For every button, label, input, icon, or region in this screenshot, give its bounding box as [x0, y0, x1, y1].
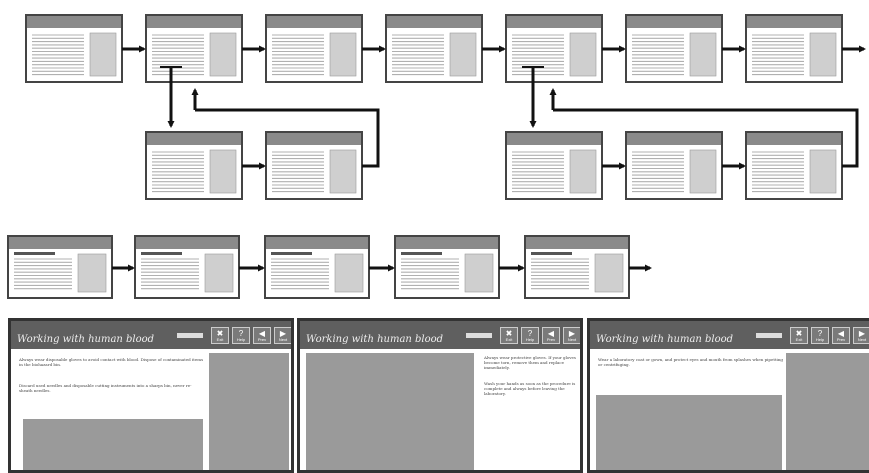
help-button[interactable]: ?Help — [521, 327, 539, 344]
button-label: Exit — [505, 337, 513, 342]
lab-photo — [596, 395, 782, 470]
flow-thumbnail — [745, 14, 843, 83]
button-label: Prev — [836, 337, 846, 342]
body-paragraph: Wash your hands as soon as the procedure… — [484, 381, 576, 396]
flow-thumbnail — [25, 14, 123, 83]
flow-thumbnail — [625, 14, 723, 83]
button-label: Exit — [795, 337, 803, 342]
button-label: Prev — [546, 337, 556, 342]
lesson-screen: Working with human blood ✖Exit?Help◀Prev▶… — [587, 318, 869, 473]
button-label: Help — [815, 337, 825, 342]
lab-photo — [209, 353, 289, 470]
help-button[interactable]: ?Help — [811, 327, 829, 344]
screen-title: Working with human blood — [306, 334, 444, 345]
linear-thumbnail — [264, 235, 370, 299]
screen-header: Working with human blood ✖Exit?Help◀Prev▶… — [590, 321, 869, 349]
lesson-screen: Working with human blood ✖Exit?Help◀Prev▶… — [8, 318, 294, 473]
button-label: Next — [567, 337, 577, 342]
branch-thumbnail — [265, 131, 363, 200]
lab-photo — [23, 419, 203, 470]
progress-bar — [756, 333, 782, 338]
button-label: Next — [278, 337, 288, 342]
body-paragraph: Always wear protective gloves. If your g… — [484, 355, 576, 370]
button-label: Help — [525, 337, 535, 342]
branch-thumbnail — [145, 131, 243, 200]
prev-button[interactable]: ◀Prev — [542, 327, 560, 344]
next-button[interactable]: ▶Next — [563, 327, 580, 344]
next-button[interactable]: ▶Next — [274, 327, 291, 344]
flow-thumbnail — [505, 14, 603, 83]
exit-button[interactable]: ✖Exit — [500, 327, 518, 344]
progress-bar — [177, 333, 203, 338]
prev-button[interactable]: ◀Prev — [832, 327, 850, 344]
lab-photo — [306, 353, 474, 470]
screen-header: Working with human blood ✖Exit?Help◀Prev▶… — [11, 321, 291, 349]
body-paragraph: Discard used needles and disposable cutt… — [19, 383, 192, 393]
flow-thumbnail — [385, 14, 483, 83]
flow-thumbnail — [265, 14, 363, 83]
next-button[interactable]: ▶Next — [853, 327, 869, 344]
branch-thumbnail — [625, 131, 723, 200]
exit-button[interactable]: ✖Exit — [790, 327, 808, 344]
linear-thumbnail — [394, 235, 500, 299]
screen-title: Working with human blood — [596, 334, 734, 345]
body-paragraph: Wear a laboratory coat or gown, and prot… — [598, 357, 783, 367]
linear-thumbnail — [7, 235, 113, 299]
branch-thumbnail — [745, 131, 843, 200]
lab-photo — [786, 353, 869, 470]
exit-button[interactable]: ✖Exit — [211, 327, 229, 344]
lesson-screen: Working with human blood ✖Exit?Help◀Prev▶… — [297, 318, 583, 473]
button-label: Help — [236, 337, 246, 342]
button-label: Next — [857, 337, 867, 342]
progress-bar — [466, 333, 492, 338]
screen-title: Working with human blood — [17, 334, 155, 345]
flow-thumbnail — [145, 14, 243, 83]
body-paragraph: Always wear disposable gloves to avoid c… — [19, 357, 204, 367]
button-label: Exit — [216, 337, 224, 342]
button-label: Prev — [257, 337, 267, 342]
help-button[interactable]: ?Help — [232, 327, 250, 344]
screen-header: Working with human blood ✖Exit?Help◀Prev▶… — [300, 321, 580, 349]
prev-button[interactable]: ◀Prev — [253, 327, 271, 344]
branch-thumbnail — [505, 131, 603, 200]
navigation-flow-diagram — [7, 14, 866, 299]
linear-thumbnail — [524, 235, 630, 299]
linear-thumbnail — [134, 235, 240, 299]
